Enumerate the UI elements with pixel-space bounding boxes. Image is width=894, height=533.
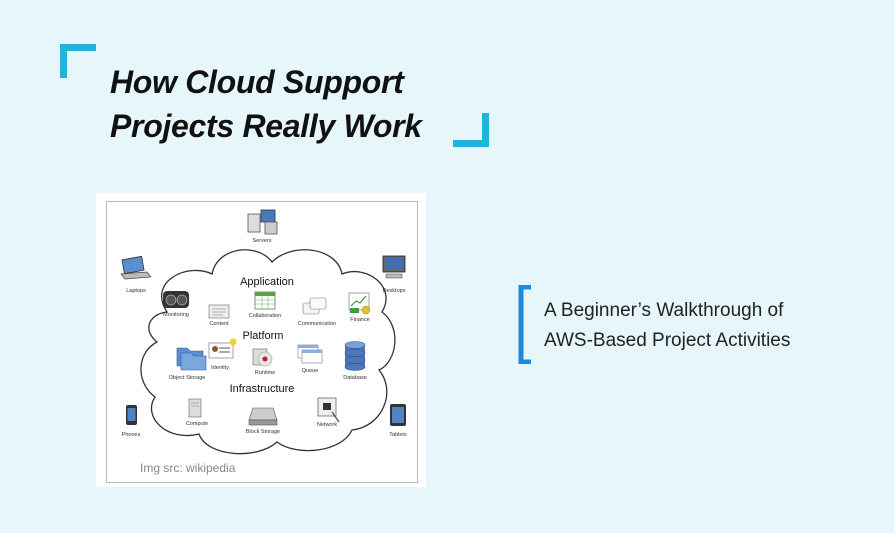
label-runtime: Runtime	[255, 370, 275, 376]
folder-icon	[176, 347, 207, 371]
hard-drive-icon	[248, 407, 278, 426]
document-icon	[208, 304, 230, 319]
cloud-computing-diagram: Application Platform Infrastructure Serv…	[120, 209, 407, 455]
chat-bubbles-icon	[302, 297, 327, 315]
label-network: Network	[317, 422, 337, 428]
finance-chart-icon	[348, 292, 371, 315]
label-servers: Servers	[253, 238, 272, 244]
label-content: Content	[209, 321, 229, 327]
subtitle-line-1: A Beginner’s Walkthrough of	[544, 300, 784, 321]
label-block-storage: Block Storage	[246, 429, 280, 435]
title-line-1: How Cloud Support	[110, 64, 404, 100]
label-collaboration: Collaboration	[249, 313, 281, 319]
layer-label-platform: Platform	[243, 330, 284, 342]
network-jack-icon	[317, 397, 340, 423]
page-title: How Cloud Support Projects Really Work	[110, 60, 422, 148]
database-icon	[344, 341, 366, 371]
label-communication: Communication	[298, 321, 336, 327]
label-finance: Finance	[350, 317, 370, 323]
corner-accent-top-left	[60, 44, 67, 78]
spreadsheet-icon	[254, 291, 276, 310]
id-badge-icon	[208, 338, 237, 359]
cloud-diagram-frame: Application Platform Infrastructure Serv…	[106, 201, 418, 483]
image-credit: Img src: wikipedia	[140, 461, 236, 475]
runtime-disc-icon	[252, 348, 273, 367]
subtitle-line-2: AWS-Based Project Activities	[544, 330, 791, 351]
corner-accent-top-left	[60, 44, 96, 51]
label-laptops: Laptops	[126, 288, 146, 294]
subtitle: A Beginner’s Walkthrough of AWS-Based Pr…	[544, 296, 790, 356]
layer-label-infrastructure: Infrastructure	[230, 383, 295, 395]
label-tablets: Tablets	[389, 432, 407, 438]
title-line-2: Projects Really Work	[110, 108, 422, 144]
gauge-icon	[163, 291, 189, 308]
label-compute: Compute	[186, 421, 208, 427]
label-desktops: Desktops	[383, 288, 406, 294]
subtitle-bracket	[518, 285, 531, 364]
label-queue: Queue	[302, 368, 319, 374]
label-identity: Identity	[211, 365, 229, 371]
layer-label-application: Application	[240, 276, 294, 288]
label-database: Database	[343, 375, 367, 381]
desktop-icon	[382, 255, 406, 279]
laptop-icon	[120, 255, 152, 280]
label-phones: Phones	[122, 432, 141, 438]
tablet-icon	[390, 404, 406, 426]
corner-accent-bottom-right	[482, 113, 489, 147]
corner-accent-bottom-right	[453, 140, 489, 147]
cloud-diagram-card: Application Platform Infrastructure Serv…	[96, 193, 426, 487]
label-object-storage: Object Storage	[169, 375, 206, 381]
server-tower-icon	[188, 398, 202, 418]
label-monitoring: Monitoring	[163, 312, 189, 318]
queue-windows-icon	[297, 344, 323, 364]
servers-icon	[247, 209, 278, 235]
phone-icon	[126, 405, 137, 425]
